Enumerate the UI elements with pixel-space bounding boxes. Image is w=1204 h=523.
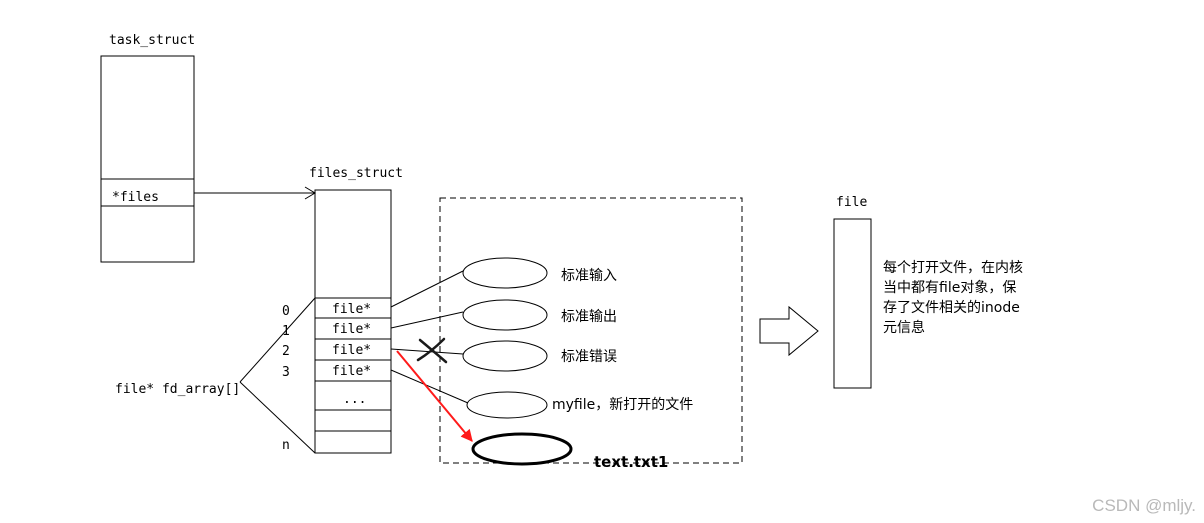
files-struct-title: files_struct [309, 166, 403, 181]
fd-array-bracket [239, 297, 316, 454]
files-struct: files_struct file* file* file* file* ...… [282, 166, 403, 454]
files-struct-box [314, 189, 392, 454]
fd-index-3: 3 [282, 365, 290, 380]
file-object-desc-line-1: 每个打开文件，在内核 [883, 259, 1023, 276]
redirect-arrow [396, 350, 473, 442]
myfile-node [466, 391, 548, 419]
stderr-label: 标准错误 [561, 349, 617, 365]
stderr-file-node [462, 340, 548, 372]
file-object-desc-line-2: 当中都有file对象，保 [883, 280, 1016, 296]
fd0-connector [390, 270, 464, 308]
fd3-connector [390, 369, 469, 404]
myfile-label: myfile，新打开的文件 [552, 396, 693, 413]
stdin-file-node [462, 257, 548, 289]
file-object-desc-line-3: 存了文件相关的inode [883, 300, 1020, 316]
fd-index-2: 2 [282, 344, 290, 359]
stdin-label: 标准输入 [561, 268, 617, 284]
file-object-box [833, 218, 872, 389]
task-struct: task_struct *files [100, 33, 195, 263]
files-pointer-arrow [194, 186, 316, 200]
new-file-node [471, 432, 573, 466]
task-struct-box [100, 55, 195, 263]
file-object-title: file [836, 195, 867, 210]
open-files-group [439, 197, 743, 464]
file-object-desc-line-4: 元信息 [883, 319, 925, 336]
hollow-right-arrow [759, 305, 819, 357]
task-struct-title: task_struct [109, 33, 195, 48]
stdout-file-node [462, 299, 548, 331]
fd-index-0: 0 [282, 304, 290, 319]
new-file-label: text.txt1 [594, 453, 668, 471]
fd1-connector [390, 311, 464, 329]
files-pointer-field: *files [112, 190, 159, 205]
fd2-connector [390, 348, 464, 355]
closed-fd-cross [416, 337, 448, 364]
fd-cell-2: file* [332, 343, 371, 358]
fd-cell-0: file* [332, 302, 371, 317]
fd-array-label: file* fd_array[] [115, 382, 240, 397]
watermark: CSDN @mljy. [1092, 496, 1196, 515]
fd-index-n: n [282, 438, 290, 453]
fd-index-1: 1 [282, 324, 290, 339]
stdout-label: 标准输出 [561, 309, 617, 325]
fd-cell-ellipsis: ... [343, 392, 366, 407]
fd-cell-3: file* [332, 364, 371, 379]
fd-cell-1: file* [332, 322, 371, 337]
